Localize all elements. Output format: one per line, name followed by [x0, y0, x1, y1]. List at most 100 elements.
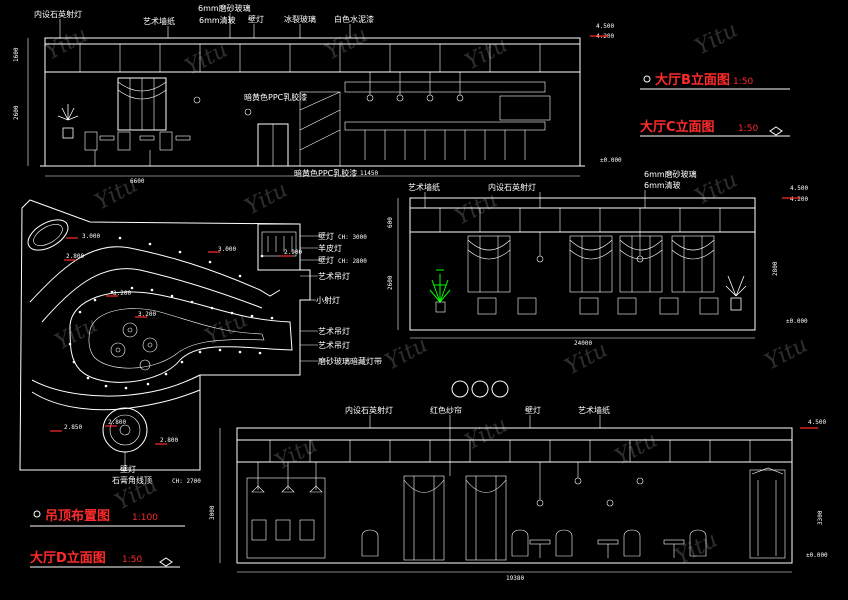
label-wallpaper: 艺术墙纸 — [578, 405, 610, 415]
elevation-text: 2.800 — [108, 419, 126, 426]
label-red-curtain: 红色纱帘 — [430, 405, 462, 415]
watermark: Yitu — [691, 17, 742, 60]
curtained-windows — [467, 235, 715, 293]
label-white-paint: 白色水泥漆 — [334, 14, 374, 24]
scale-c: 1:50 — [738, 124, 758, 134]
label-wallpaper: 艺术墙纸 — [408, 182, 440, 192]
label-frosted-strip: 磨砂玻璃暗藏灯带 — [318, 356, 382, 366]
elevation-text: 2.800 — [160, 437, 178, 444]
dim-text: 1600 — [13, 47, 20, 62]
elevation-text: 2.900 — [284, 249, 302, 256]
dining-tables — [84, 131, 191, 166]
ceiling-panels — [79, 44, 541, 72]
section-circles — [451, 380, 509, 398]
elevation-text: 3.000 — [218, 246, 236, 253]
watermark: Yitu — [671, 527, 722, 570]
label-ppc-panel-bottom: 暗黄色PPC乳胶漆 — [294, 168, 357, 178]
watermark: Yitu — [691, 167, 742, 210]
side-ceiling-box — [257, 223, 301, 271]
label-ice-glass: 冰裂玻璃 — [284, 14, 316, 24]
level-text: 4.500 — [808, 419, 826, 426]
elevation-c-drawing: 600 2600 2800 24000 4.500 4.200 ±0.000 艺… — [387, 169, 808, 347]
label-wall-lamp-2: 壁灯 — [318, 255, 334, 265]
ceiling-title: 吊顶布置图 1:100 大厅D立面图 1:50 — [30, 508, 185, 568]
booth-seats — [477, 297, 719, 315]
right-display-cabinet — [749, 467, 786, 559]
title-c-elevation: 大厅C立面图 — [640, 119, 715, 135]
level-text: ±0.000 — [806, 552, 828, 559]
title-d-elevation: 大厅D立面图 — [30, 550, 106, 566]
spot-lights — [68, 236, 274, 390]
label-art-lamp-2: 艺术吊灯 — [318, 326, 350, 336]
plant-icon — [725, 275, 747, 311]
watermark: Yitu — [761, 332, 812, 375]
label-wall-lamp: 壁灯 — [318, 231, 334, 241]
left-booth-area — [246, 462, 326, 559]
watermark: Yitu — [451, 187, 502, 230]
dim-text: 2600 — [387, 275, 394, 290]
label-plaster-line: 石膏角线顶 — [112, 475, 152, 485]
label-art-lamp-3: 艺术吊灯 — [318, 340, 350, 350]
label-art-lamp: 艺术吊灯 — [318, 271, 350, 281]
level-text: 4.500 — [790, 185, 808, 192]
elevation-titles: 大厅B立面图 1:50 大厅C立面图 1:50 — [640, 72, 790, 137]
label-frosted: 6mm磨砂玻璃 — [644, 169, 697, 179]
elevation-text: 3.200 — [138, 311, 156, 318]
watermark: Yitu — [201, 307, 252, 350]
elevation-text: 3.000 — [82, 233, 100, 240]
label-clear: 6mm清玻 — [644, 180, 681, 190]
label-spotlight: 内设石英射灯 — [345, 405, 393, 415]
scale-ceiling: 1:100 — [132, 513, 158, 523]
dim-text: 600 — [387, 217, 394, 228]
red-curtain-windows — [403, 475, 507, 561]
watermark: Yitu — [51, 312, 102, 355]
watermark: Yitu — [381, 332, 432, 375]
watermark: Yitu — [241, 177, 292, 220]
elevation-text: 2.800 — [66, 253, 84, 260]
scale-d: 1:50 — [122, 555, 142, 565]
bar-counter — [299, 81, 551, 167]
label-wall-lamp-3: 壁灯 — [120, 464, 136, 474]
elevation-d-drawing: 3000 3300 19380 4.500 ±0.000 内设石英射灯 红色纱帘… — [209, 405, 828, 582]
label-frosted-glass: 6mm磨砂玻璃 — [198, 3, 251, 13]
plant-icon — [57, 104, 79, 139]
label-wall-lamp-ch: CH: 3000 — [338, 234, 367, 241]
dim-text: 3000 — [209, 505, 216, 520]
label-plaster-ch: CH: 2700 — [172, 478, 201, 485]
dim-text: 11450 — [360, 170, 378, 177]
elevation-b-ceiling-band — [44, 43, 581, 73]
label-sheepskin-lamp: 羊皮灯 — [318, 243, 342, 253]
label-small-spot: 小射灯 — [316, 295, 340, 305]
elevation-text: 2.850 — [64, 424, 82, 431]
label-wall-lamp: 壁灯 — [248, 14, 264, 24]
curved-soffit — [29, 246, 281, 303]
elevation-c-frame — [409, 197, 756, 331]
label-spotlight: 内设石英射灯 — [34, 9, 82, 19]
dim-text: 2600 — [13, 105, 20, 120]
watermark: Yitu — [461, 412, 512, 455]
label-ppc-panel: 暗黄色PPC乳胶漆 — [244, 92, 307, 102]
elevation-text: 3.200 — [113, 290, 131, 297]
oval-ceiling-feature — [27, 219, 69, 251]
dim-text: 3300 — [817, 510, 824, 525]
label-spotlight: 内设石英射灯 — [488, 182, 536, 192]
level-text: 4.200 — [790, 196, 808, 203]
green-plant-icon — [429, 269, 451, 303]
dim-text: 6600 — [130, 178, 145, 185]
level-text: ±0.000 — [786, 318, 808, 325]
elevation-d-frame — [236, 427, 793, 564]
scale-b: 1:50 — [733, 77, 753, 87]
watermark: Yitu — [271, 432, 322, 475]
dim-text: 19380 — [506, 575, 524, 582]
dim-text: 2800 — [772, 261, 779, 276]
level-text: 4.500 — [596, 23, 614, 30]
watermark: Yitu — [611, 427, 662, 470]
label-clear-glass: 6mm清玻 — [199, 15, 236, 25]
label-wall-lamp: 壁灯 — [525, 405, 541, 415]
dining-chairs — [361, 529, 707, 558]
level-text: ±0.000 — [600, 157, 622, 164]
title-b-elevation: 大厅B立面图 — [655, 72, 730, 88]
dim-text: 24000 — [574, 340, 592, 347]
round-ceiling-feature — [102, 407, 148, 453]
